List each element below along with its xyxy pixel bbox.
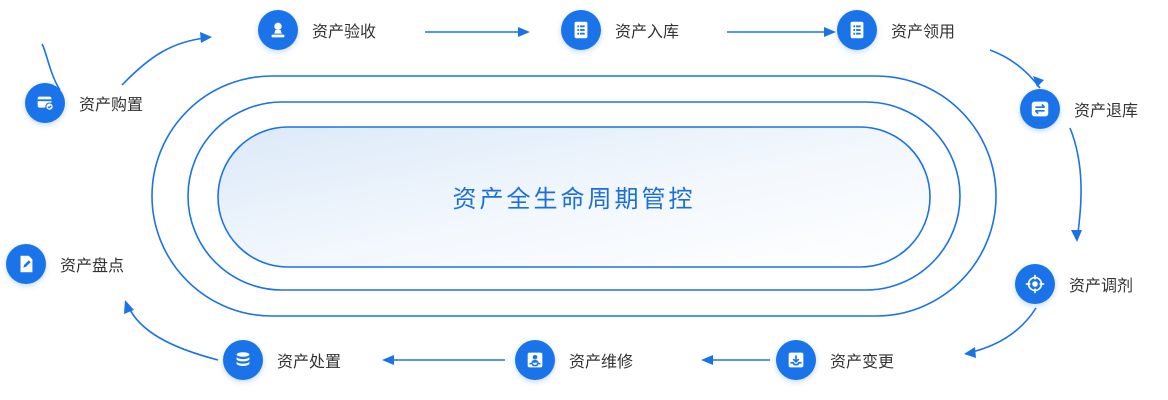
target-icon [1015,264,1055,304]
inner-pill [217,126,931,268]
arrow-inventory-to-purchase [41,43,61,91]
stamp-icon [258,10,298,50]
node-repair[interactable]: 资产维修 [515,340,633,380]
node-storage-in[interactable]: 资产入库 [561,10,679,50]
node-label: 资产处置 [277,352,342,371]
node-label: 资产购置 [79,95,144,114]
arrow-return-to-transfer [1069,127,1082,241]
arrowhead-repair [701,355,713,365]
node-label: 资产验收 [312,22,377,41]
node-acceptance[interactable]: 资产验收 [258,10,376,50]
swap-arrows-icon [1020,89,1060,129]
arrowhead-inventory [124,300,134,314]
node-requisition[interactable]: 资产领用 [837,10,955,50]
arrowhead-disposal [382,355,394,365]
arrowhead-requisition [824,27,836,37]
arrowhead-change [964,347,976,358]
document-list-icon [561,10,601,50]
arrow-purchase-to-acceptance [121,37,206,86]
node-inventory[interactable]: 资产盘点 [6,244,124,284]
node-disposal[interactable]: 资产处置 [223,340,341,380]
outer-ring [151,75,997,317]
node-return[interactable]: 资产退库 [1020,89,1138,129]
document-list-icon [837,10,877,50]
user-tray-icon [515,340,555,380]
middle-ring [187,101,961,291]
node-purchase[interactable]: 资产购置 [25,83,143,123]
node-transfer[interactable]: 资产调剂 [1015,264,1133,304]
arrow-requisition-to-return [989,49,1041,89]
node-label: 资产维修 [569,352,634,371]
edit-document-icon [6,244,46,284]
node-change[interactable]: 资产变更 [776,340,894,380]
arrow-disposal-to-inventory [127,305,219,361]
card-check-icon [25,83,65,123]
tray-download-icon [776,340,816,380]
node-label: 资产领用 [891,22,956,41]
arrowhead-return [1033,76,1044,87]
database-icon [223,340,263,380]
center-title: 资产全生命周期管控 [452,184,696,213]
arrowhead-storage-in [518,27,530,37]
node-label: 资产变更 [830,352,895,371]
node-label: 资产盘点 [60,256,125,275]
node-label: 资产入库 [615,22,680,41]
node-label: 资产调剂 [1069,276,1134,295]
node-label: 资产退库 [1074,101,1139,120]
arrow-transfer-to-change [971,307,1037,353]
arrowhead-acceptance [200,32,212,43]
arrowhead-transfer [1071,230,1082,242]
